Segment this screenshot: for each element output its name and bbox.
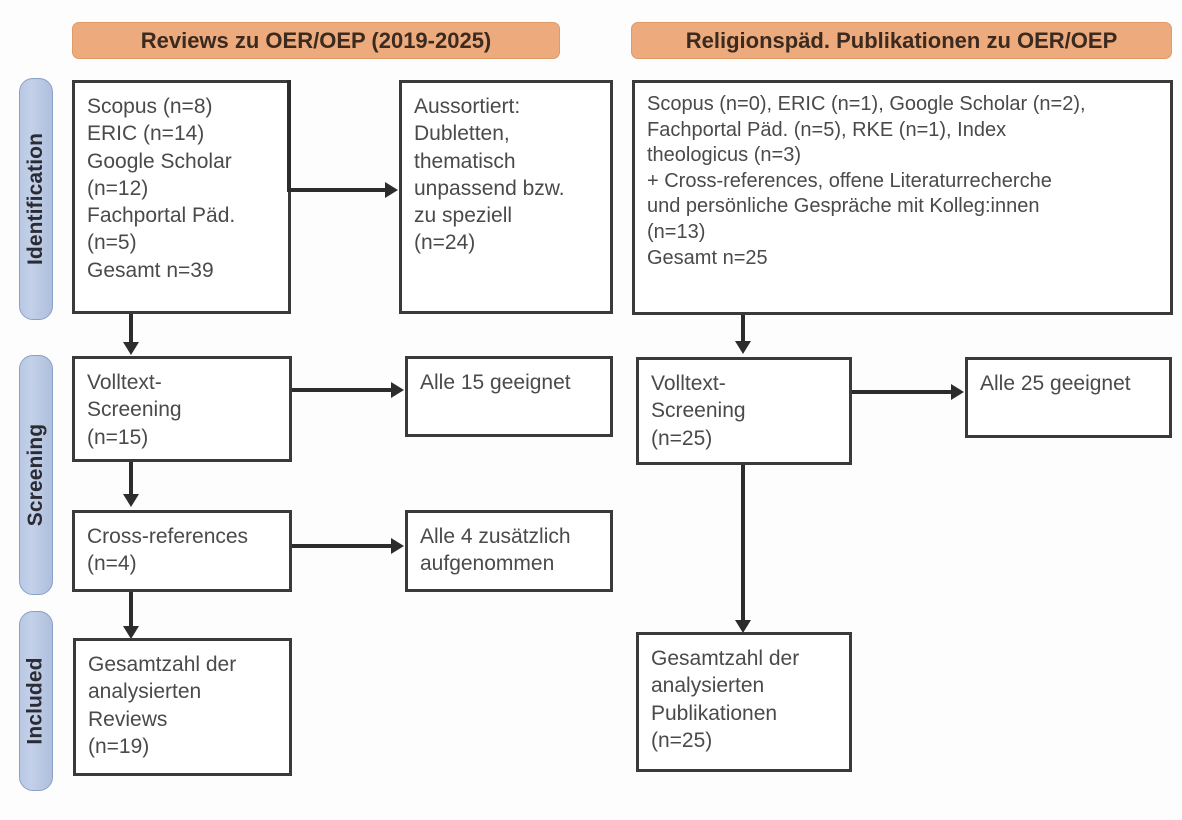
connector-right-screening-to-included [741, 465, 745, 622]
box-left-identification-sources: Scopus (n=8) ERIC (n=14) Google Scholar … [72, 80, 291, 314]
box-left-excluded: Aussortiert: Dubletten, thematisch unpas… [399, 80, 613, 314]
column-header-reviews-label: Reviews zu OER/OEP (2019-2025) [140, 27, 492, 53]
box-right-identification-sources: Scopus (n=0), ERIC (n=1), Google Scholar… [632, 80, 1173, 315]
column-header-religionspaed: Religionspäd. Publikationen zu OER/OEP [631, 22, 1172, 59]
phase-tab-screening: Screening [19, 355, 53, 595]
box-right-fulltext-screening: Volltext- Screening (n=25) [636, 357, 852, 465]
phase-tab-included: Included [19, 611, 53, 791]
box-left-all-added: Alle 4 zusätzlich aufgenommen [405, 510, 613, 592]
arrow-left-screening-to-suitable [391, 382, 404, 398]
arrow-left-sources-to-excluded [385, 182, 398, 198]
connector-left-screening-to-crossrefs [129, 462, 133, 496]
column-header-religionspaed-label: Religionspäd. Publikationen zu OER/OEP [685, 27, 1118, 53]
box-right-included-total: Gesamtzahl der analysierten Publikatione… [636, 632, 852, 772]
connector-left-sources-to-screening [129, 314, 133, 344]
connector-left-screening-to-suitable [292, 388, 393, 392]
arrow-left-screening-to-crossrefs [123, 494, 139, 507]
column-header-reviews: Reviews zu OER/OEP (2019-2025) [72, 22, 560, 59]
box-left-included-total: Gesamtzahl der analysierten Reviews (n=1… [73, 638, 292, 776]
arrow-left-crossrefs-to-included [123, 626, 139, 639]
arrow-right-sources-to-screening [735, 341, 751, 354]
arrow-left-crossrefs-to-added [391, 538, 404, 554]
arrow-right-screening-to-suitable [951, 384, 964, 400]
connector-right-screening-to-suitable [852, 390, 953, 394]
phase-tab-included-label: Included [24, 657, 48, 745]
connector-left-sources-to-excluded-vertical [287, 80, 291, 190]
box-left-all-suitable: Alle 15 geeignet [405, 356, 613, 437]
connector-right-sources-to-screening [741, 315, 745, 343]
box-left-cross-references: Cross-references (n=4) [72, 510, 292, 592]
arrow-right-screening-to-included [735, 620, 751, 633]
connector-left-crossrefs-to-included [129, 592, 133, 628]
phase-tab-identification-label: Identification [24, 132, 48, 266]
box-left-fulltext-screening: Volltext- Screening (n=15) [72, 356, 292, 462]
arrow-left-sources-to-screening [123, 342, 139, 355]
phase-tab-identification: Identification [19, 78, 53, 320]
connector-left-crossrefs-to-added [292, 544, 393, 548]
box-right-all-suitable: Alle 25 geeignet [965, 357, 1172, 438]
phase-tab-screening-label: Screening [24, 423, 47, 527]
connector-left-sources-to-excluded-horizontal [287, 188, 387, 192]
